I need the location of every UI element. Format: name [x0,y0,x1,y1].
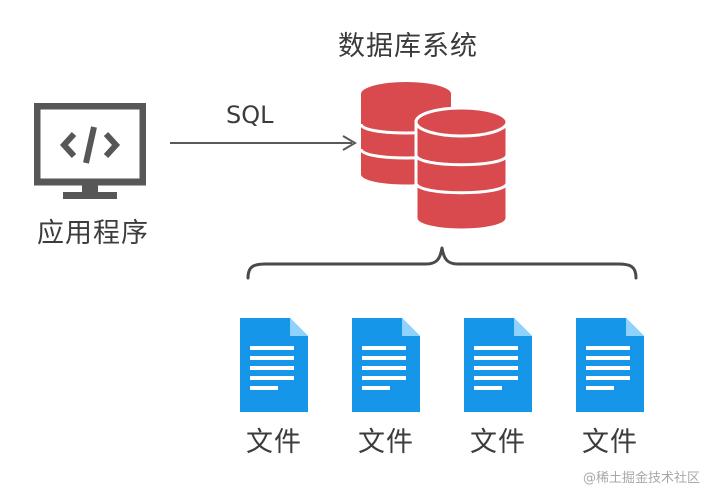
file-icon-3 [464,318,532,412]
file-icon-1 [240,318,308,412]
file-label-1: 文件 [246,427,302,458]
sql-arrow [170,135,357,151]
file-icon-2 [352,318,420,412]
document-icon [576,318,644,412]
document-icon [464,318,532,412]
sql-label: SQL [226,101,274,129]
database-cylinders-icon [359,82,509,230]
file-icon-4 [576,318,644,412]
document-icon [240,318,308,412]
curly-brace [246,246,638,280]
code-monitor-icon [34,103,146,199]
document-icon [352,318,420,412]
database-system-title: 数据库系统 [338,31,478,62]
file-label-4: 文件 [582,427,638,458]
application-label: 应用程序 [37,218,149,249]
file-label-3: 文件 [470,427,526,458]
watermark: @稀土掘金技术社区 [582,471,700,486]
file-label-2: 文件 [358,427,414,458]
